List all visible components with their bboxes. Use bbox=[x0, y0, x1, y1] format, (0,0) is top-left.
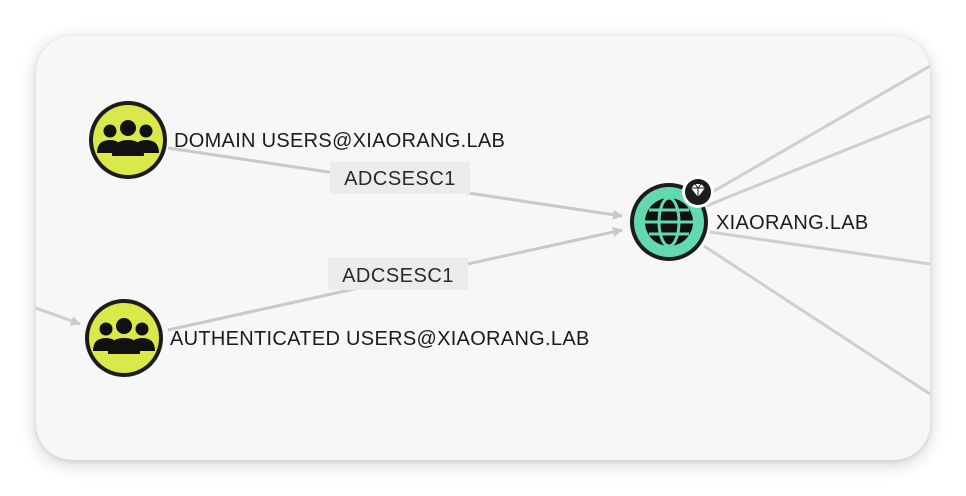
graph-edge[interactable] bbox=[703, 244, 930, 396]
node-domain[interactable]: XIAORANG.LAB bbox=[630, 176, 869, 261]
node-domain-users[interactable]: DOMAIN USERS@XIAORANG.LAB bbox=[89, 101, 505, 179]
offscreen-edges bbox=[36, 64, 930, 396]
edge-label-bg bbox=[330, 162, 470, 194]
edge-label-bg bbox=[328, 258, 468, 290]
graph-svg[interactable]: ADCSESC1 ADCSESC1 DO bbox=[36, 36, 930, 460]
node-label: DOMAIN USERS@XIAORANG.LAB bbox=[174, 130, 505, 152]
node-label: AUTHENTICATED USERS@XIAORANG.LAB bbox=[170, 328, 590, 350]
users-group-icon bbox=[93, 318, 155, 354]
node-authenticated-users[interactable]: AUTHENTICATED USERS@XIAORANG.LAB bbox=[85, 299, 590, 377]
node-label: XIAORANG.LAB bbox=[716, 212, 869, 234]
edge-authenticated-users-to-domain[interactable]: ADCSESC1 bbox=[167, 227, 623, 332]
globe-icon bbox=[645, 196, 693, 248]
users-group-icon bbox=[97, 120, 159, 156]
graph-canvas[interactable]: ADCSESC1 ADCSESC1 DO bbox=[36, 36, 930, 460]
edge-label: ADCSESC1 bbox=[344, 168, 456, 190]
graph-edge[interactable] bbox=[701, 64, 930, 200]
gem-icon bbox=[682, 176, 714, 208]
edge-label: ADCSESC1 bbox=[342, 265, 454, 287]
graph-edge[interactable] bbox=[705, 114, 930, 208]
graph-edge[interactable] bbox=[36, 306, 81, 326]
graph-edge[interactable] bbox=[709, 230, 930, 266]
edge-domain-users-to-domain[interactable]: ADCSESC1 bbox=[167, 146, 623, 220]
